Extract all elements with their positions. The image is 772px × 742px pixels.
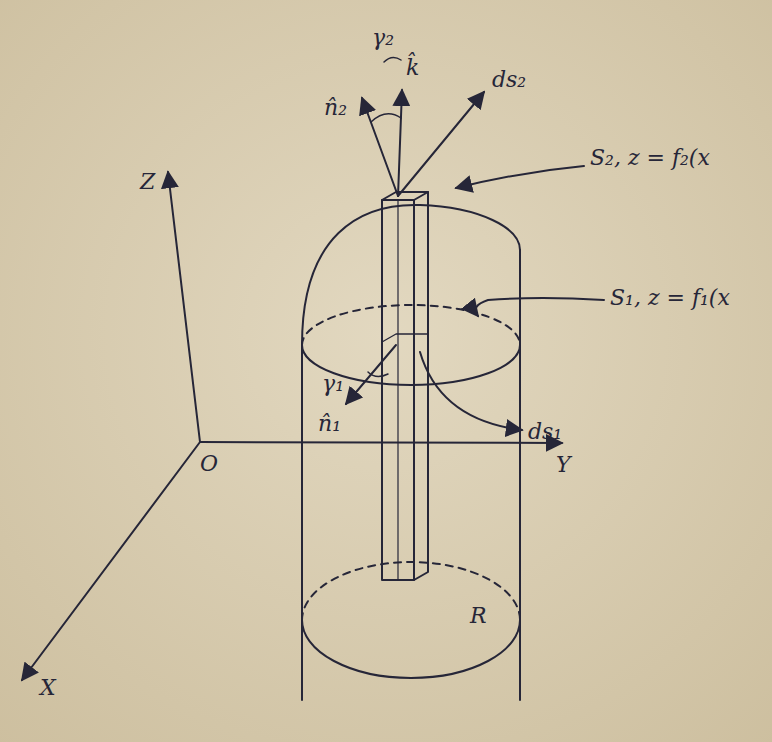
figure-label: X xyxy=(40,676,56,700)
figure-label: k̂ xyxy=(406,56,419,80)
figure-label: γ₂ xyxy=(372,26,394,50)
leader-line xyxy=(420,352,522,430)
leader-line xyxy=(476,298,604,316)
figure-label: O xyxy=(200,452,218,476)
region-front xyxy=(302,620,520,678)
angle-arc xyxy=(384,57,401,62)
figure-label: ds₂ xyxy=(492,68,526,92)
normal-vector xyxy=(346,345,396,404)
area-vector xyxy=(398,92,484,196)
angle-arc xyxy=(371,114,401,122)
figure-label: Z xyxy=(140,170,155,194)
column-top xyxy=(382,192,428,200)
z-axis xyxy=(168,172,200,442)
column-bottom-cap xyxy=(382,334,428,342)
column-side xyxy=(414,192,428,580)
figure-label: R xyxy=(470,604,487,628)
angle-arc xyxy=(368,372,388,377)
figure-label: S₂, z = f₂(x xyxy=(590,146,710,170)
figure-label: Y xyxy=(556,453,571,477)
cylinder-wall xyxy=(519,250,521,700)
k-vector xyxy=(398,90,402,196)
x-axis xyxy=(22,442,200,680)
normal-vector xyxy=(362,98,398,196)
figure-label: ds₁ xyxy=(528,420,562,444)
leader-line xyxy=(456,166,584,188)
column-front xyxy=(382,200,414,580)
figure-label: n̂₁ xyxy=(318,412,341,436)
cylinder-wall xyxy=(301,345,303,700)
region-back xyxy=(302,562,520,620)
figure-label: S₁, z = f₁(x xyxy=(610,286,730,310)
figure-label: γ₁ xyxy=(322,372,344,396)
figure-label: n̂₂ xyxy=(324,96,347,120)
upper-surface xyxy=(302,205,520,345)
lower-surface-back xyxy=(302,305,520,345)
column-strip xyxy=(397,200,398,580)
